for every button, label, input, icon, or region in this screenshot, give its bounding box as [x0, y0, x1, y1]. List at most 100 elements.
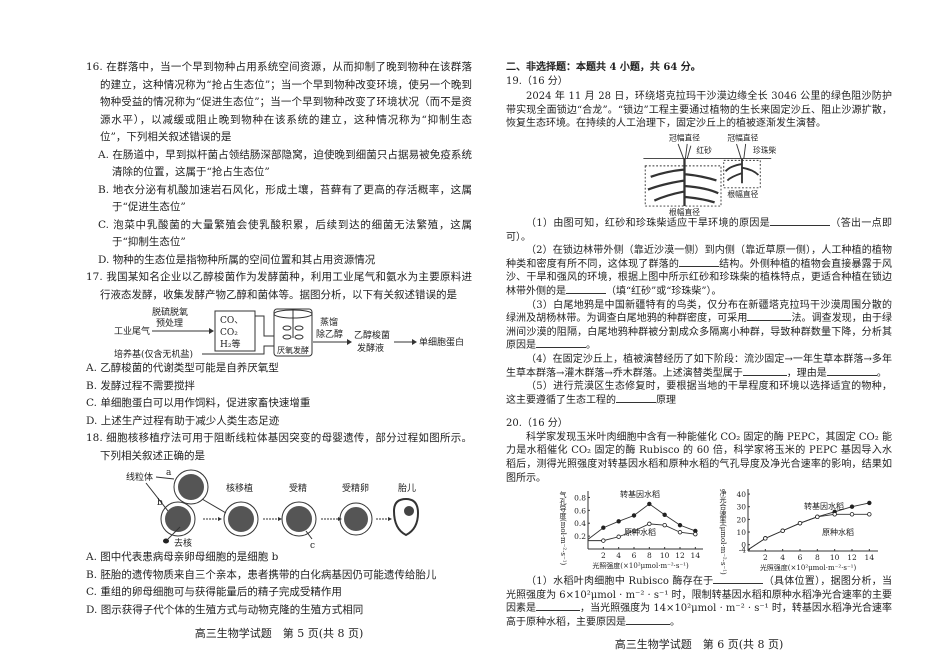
x-tick-label: 2 [601, 551, 606, 560]
y-tick-label: 0.2 [574, 532, 586, 541]
data-point-original-rice [815, 514, 820, 520]
label-b: b [157, 498, 163, 508]
q19-p2-text2: 结构。外侧种植的植物会直接暴露于风沙、干旱和强风的环境，根据上图中所示红砂和珍珠… [506, 258, 892, 297]
x-tick-label: 12 [847, 553, 857, 562]
q19-p4-text2: ，理由是 [786, 367, 827, 379]
y-axis-label: 气孔导度(mol·m⁻²·s⁻¹) [559, 490, 567, 565]
q18-option-a: A. 图中代表患病母亲卵母细胞的是细胞 b [86, 551, 279, 563]
q19-p3-text2: 法。调查发现，由于绿洲间沙漠的阻隔，白尾地鸦种群被分割成众多隔离小种群，导致种群… [506, 313, 893, 352]
fermentation-diagram: 脱硫脱氧 预处理 工业尾气 CO、 CO₂ H₂等 培养基(仅含无机盐) [114, 306, 464, 360]
q19-part4: （4）在固定沙丘上，植被演替经历了如下阶段：流沙固定→一年生草本群落→多年生草本… [506, 353, 892, 380]
data-point-original-rice [797, 521, 803, 526]
x-tick-label: 8 [815, 553, 820, 562]
x-tick-label: 6 [798, 553, 803, 562]
data-point-transgenic-rice [849, 504, 855, 510]
q20-p1-tail: 。 [670, 617, 680, 629]
data-point-original-rice [677, 530, 683, 535]
answer-blank[interactable] [679, 265, 719, 267]
series-line-original-rice [588, 523, 696, 542]
label-industrial-gas: 工业尾气 [114, 325, 150, 337]
root-crown-figure: 冠幅直径 冠幅直径 红砂 珍珠柴 根幅直径 根幅直径 [506, 131, 892, 217]
question-17: 17. 我国某知名企业以乙醇梭菌作为发酵菌种，利用工业尾气和氨水为主要原料进行液… [86, 269, 472, 430]
section-heading: 二、非选择题：本题共 4 小题，共 64 分。 [506, 62, 701, 73]
x-tick-label: 4 [780, 553, 785, 562]
q18-option-d: D. 图示获得子代个体的生殖方式与动物克隆的生殖方式相同 [86, 603, 364, 616]
label-fetus: 胎儿 [398, 482, 416, 494]
y-tick-label: -4 [739, 546, 747, 555]
series-label-original-rice: 原种水稻 [624, 527, 656, 537]
answer-blank[interactable] [747, 320, 792, 322]
label-zhenzhuchai: 珍珠柴 [753, 145, 777, 155]
series-line-transgenic-rice [587, 503, 696, 540]
q17-stem: 17. 我国某知名企业以乙醇梭菌作为发酵菌种，利用工业尾气和氨水为主要原料进行液… [86, 271, 472, 301]
right-page: 二、非选择题：本题共 4 小题，共 64 分。 19.（16 分） 2024 年… [506, 0, 892, 652]
left-page: 16. 在群落中，当一个早到物种占用系统空间资源，从而抑制了晚到物种在该群落的建… [86, 0, 472, 641]
data-point-original-rice [832, 512, 837, 517]
x-tick-label: 12 [675, 551, 685, 560]
data-point-original-rice [693, 532, 698, 537]
q17-option-c: C. 单细胞蛋白可以用作饲料，促进家畜快速增重 [86, 397, 311, 409]
fetus-icon [392, 497, 420, 537]
y-tick-label: 0.6 [574, 507, 586, 516]
answer-blank[interactable] [536, 610, 581, 612]
zhenzhuchai-plant-icon [736, 143, 747, 159]
q17-option-b: B. 发酵过程不需要搅拌 [86, 379, 195, 392]
data-point-transgenic-rice [677, 523, 683, 528]
label-co2: CO₂ [220, 328, 238, 338]
fermenter-tank-icon [273, 308, 313, 357]
x-tick-label: 14 [865, 553, 875, 562]
q20-p1-text: （1）水稻叶肉细胞中 Rubisco 酶存在于 [526, 576, 714, 588]
answer-blank[interactable] [826, 374, 877, 376]
hongsha-plant-icon [677, 143, 692, 159]
label-hongsha: 红砂 [696, 145, 712, 155]
q19-p5-text: （5）进行荒漠区生态修复时，要根据当地的干旱程度和环境以选择适宜的物种，这主要遵… [506, 381, 892, 406]
data-point-original-rice [631, 529, 637, 534]
q17-option-d: D. 上述生产过程有助于减少人类生态足迹 [86, 414, 280, 427]
y-axis-label: 净光合速率(μmol·m⁻²·s⁻¹) [719, 488, 727, 575]
label-c: c [310, 541, 315, 551]
label-broth-1: 乙醇梭菌 [354, 329, 390, 341]
page-footer-5: 高三生物学试题 第 5 页(共 8 页) [194, 627, 364, 640]
label-co: CO、 [220, 316, 243, 326]
y-tick-label: 10 [736, 528, 746, 537]
answer-blank[interactable] [536, 347, 586, 349]
q16-option-a: A. 在肠道中，早到拟杆菌占领结肠深部隐窝，迫使晚到细菌只占据易被免疫系统清除的… [98, 148, 472, 179]
answer-blank[interactable] [566, 292, 606, 294]
answer-blank[interactable] [626, 624, 670, 626]
label-a: a [166, 468, 172, 478]
answer-blank[interactable] [616, 401, 656, 403]
q19-part5: （5）进行荒漠区生态修复时，要根据当地的干旱程度和环境以选择适宜的物种，这主要遵… [506, 380, 892, 407]
data-point-original-rice [763, 536, 768, 541]
root-crown-diagram: 冠幅直径 冠幅直径 红砂 珍珠柴 根幅直径 根幅直径 [643, 132, 777, 217]
q16-stem: 16. 在群落中，当一个早到物种占用系统空间资源，从而抑制了晚到物种在该群落的建… [86, 61, 472, 143]
data-point-transgenic-rice [867, 500, 872, 506]
y-tick-label: 0.4 [574, 519, 586, 528]
answer-blank[interactable] [742, 374, 787, 376]
series-label-original-rice: 原种水稻 [822, 527, 854, 537]
cell-b-icon [160, 501, 196, 537]
y-tick-label: 20 [736, 516, 746, 525]
q16-option-c: C. 泡菜中乳酸菌的大量繁殖会使乳酸积累，后续到达的细菌无法繁殖，这属于“抑制生… [98, 218, 472, 249]
label-enucleate: 去核 [174, 537, 192, 549]
answer-blank[interactable] [770, 224, 831, 226]
q19-intro: 2024 年 11 月 28 日，环绕塔克拉玛干沙漠边缘全长 3046 公里的绿… [506, 91, 892, 130]
answer-blank[interactable] [713, 583, 764, 585]
x-tick-label: 8 [647, 551, 652, 560]
q19-p4-text: （4）在固定沙丘上，植被演替经历了如下阶段：流沙固定→一年生草本群落→多年生草本… [506, 353, 892, 379]
label-root-1: 根幅直径 [669, 207, 700, 217]
label-fertilize: 受精 [289, 482, 307, 494]
series-line-original-rice [747, 514, 870, 551]
label-pretreat: 脱硫脱氧 [152, 306, 188, 318]
x-tick-label: 2 [763, 553, 768, 562]
q19-p2-text: （2）在锁边林带外侧（靠近沙漠一侧）到内侧（靠近草原一侧），人工种植的植物种类和… [506, 245, 892, 270]
q20-p1-text3: ，当光照强度为 14×10²μmol · m⁻² · s⁻¹ 时，转基因水稻净光… [506, 603, 893, 629]
hongsha-root-icon [647, 158, 719, 207]
q16-option-b: B. 地衣分泌有机酸加速岩石风化，形成土壤，苔藓有了更高的存活概率，这属于“促进… [98, 183, 472, 214]
label-pretreat2: 预处理 [156, 317, 183, 329]
q17-option-a: A. 乙醇梭菌的代谢类型可能是自养厌氧型 [86, 362, 279, 374]
label-zygote: 受精卵 [342, 482, 369, 494]
y-tick-label: 40 [736, 490, 746, 499]
fermentation-figure: 脱硫脱氧 预处理 工业尾气 CO、 CO₂ H₂等 培养基(仅含无机盐) [86, 304, 472, 360]
question-18: 18. 细胞核移植疗法可用于阻断线粒体基因突变的母婴遗传，部分过程如图所示。下列… [86, 430, 472, 619]
